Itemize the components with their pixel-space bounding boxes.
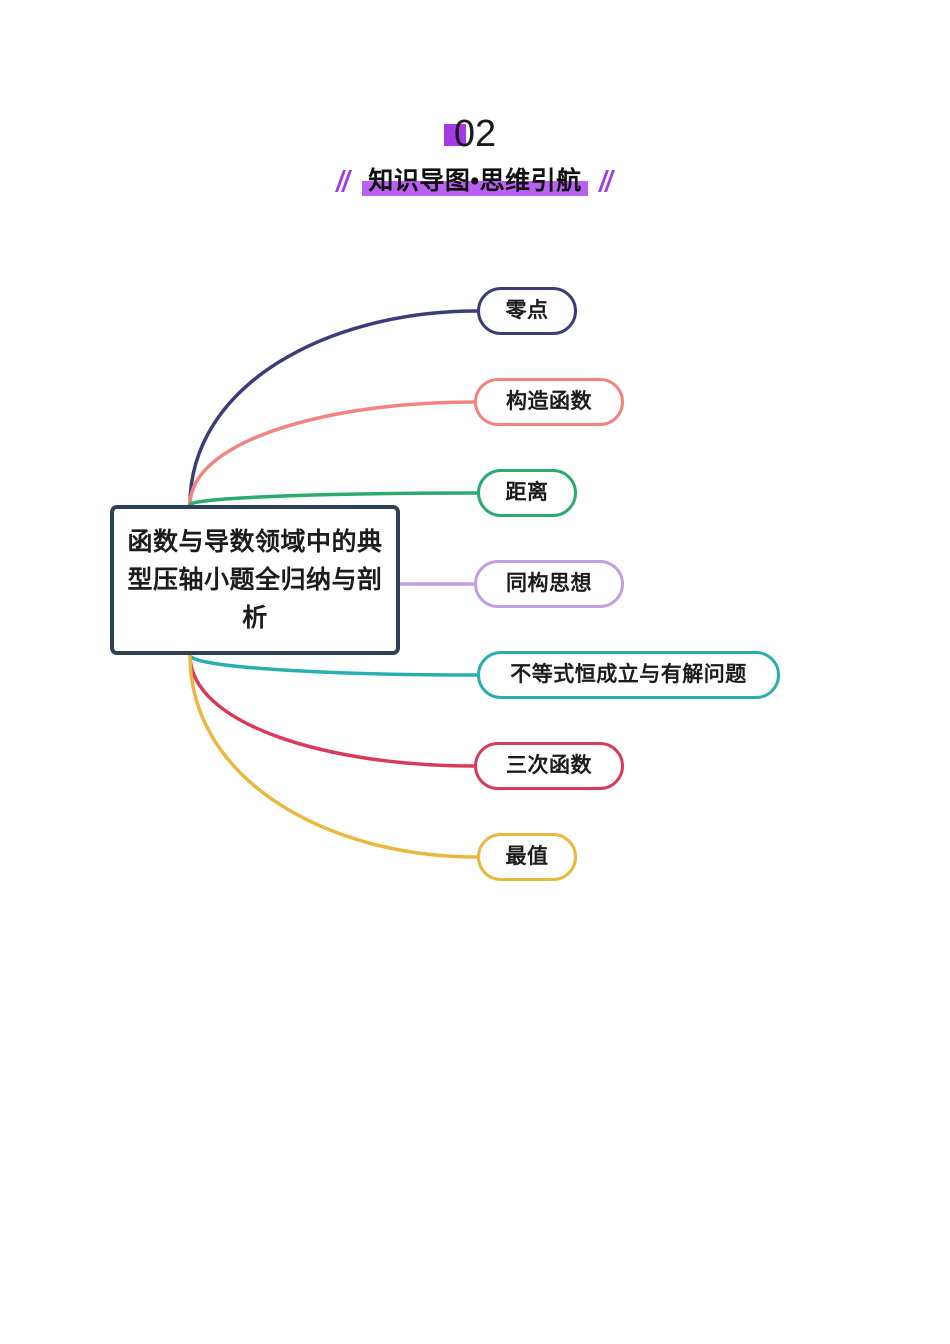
section-number-block: 02 [0, 112, 950, 156]
branch-node-label: 不等式恒成立与有解问题 [510, 663, 747, 686]
double-slash-icon-left [335, 168, 353, 194]
connector-3 [188, 491, 479, 507]
connector-5 [188, 653, 479, 677]
title-highlight-bar [362, 181, 588, 196]
purple-square-icon [443, 124, 466, 146]
central-node-label: 函数与导数领域中的典型压轴小题全归纳与剖析 [127, 528, 383, 632]
branch-node-7[interactable]: 最值 [477, 833, 577, 881]
branch-node-label: 零点 [505, 299, 549, 322]
branch-node-4[interactable]: 同构思想 [474, 560, 624, 608]
branch-node-label: 同构思想 [506, 572, 592, 595]
mindmap-diagram: 函数与导数领域中的典型压轴小题全归纳与剖析 零点构造函数距离同构思想不等式恒成立… [0, 250, 950, 930]
connector-7 [188, 653, 479, 859]
branch-node-2[interactable]: 构造函数 [474, 378, 624, 426]
connector-6 [188, 653, 476, 768]
branch-node-3[interactable]: 距离 [477, 469, 577, 517]
branch-node-label: 构造函数 [506, 390, 592, 413]
section-number: 02 [453, 113, 497, 155]
connector-1 [188, 309, 479, 507]
branch-node-label: 距离 [505, 481, 549, 504]
section-title-box: 知识导图•思维引航 [362, 164, 588, 198]
central-node[interactable]: 函数与导数领域中的典型压轴小题全归纳与剖析 [110, 505, 400, 655]
branch-node-label: 三次函数 [506, 754, 592, 777]
connector-2 [188, 400, 476, 507]
section-title-row: 知识导图•思维引航 [0, 158, 950, 204]
branch-node-label: 最值 [505, 845, 549, 868]
branch-node-6[interactable]: 三次函数 [474, 742, 624, 790]
branch-node-1[interactable]: 零点 [477, 287, 577, 335]
section-title: 知识导图•思维引航 [368, 167, 582, 195]
section-header: 02 知识导图•思维引航 [0, 112, 950, 204]
branch-node-5[interactable]: 不等式恒成立与有解问题 [477, 651, 780, 699]
double-slash-icon-right [597, 168, 615, 194]
mindmap-connectors [188, 309, 479, 859]
section-number-inner: 02 [443, 112, 497, 156]
